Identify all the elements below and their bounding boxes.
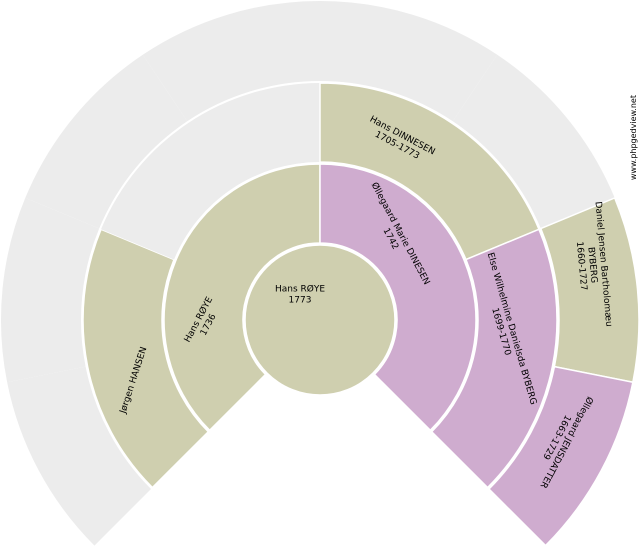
person-segment-gen3-3[interactable] — [430, 228, 558, 489]
empty-segment-gen3-1 — [101, 83, 320, 260]
empty-segment-gen4-2 — [25, 54, 188, 229]
empty-segment-gen4-5 — [452, 54, 615, 229]
empty-segment-gen4-1 — [1, 197, 100, 383]
empty-segment-gen4-4 — [320, 1, 498, 122]
person-segment-gen3-0[interactable] — [82, 228, 210, 489]
empty-segment-gen4-0 — [7, 366, 152, 546]
root-person-circle[interactable] — [244, 244, 396, 396]
person-segment-gen2-0[interactable] — [163, 163, 321, 432]
watermark: www.phpgedview.net — [629, 95, 638, 181]
person-segment-gen4-7[interactable] — [487, 365, 634, 547]
empty-segment-gen4-3 — [142, 1, 320, 122]
person-segment-gen2-1[interactable] — [319, 163, 477, 432]
